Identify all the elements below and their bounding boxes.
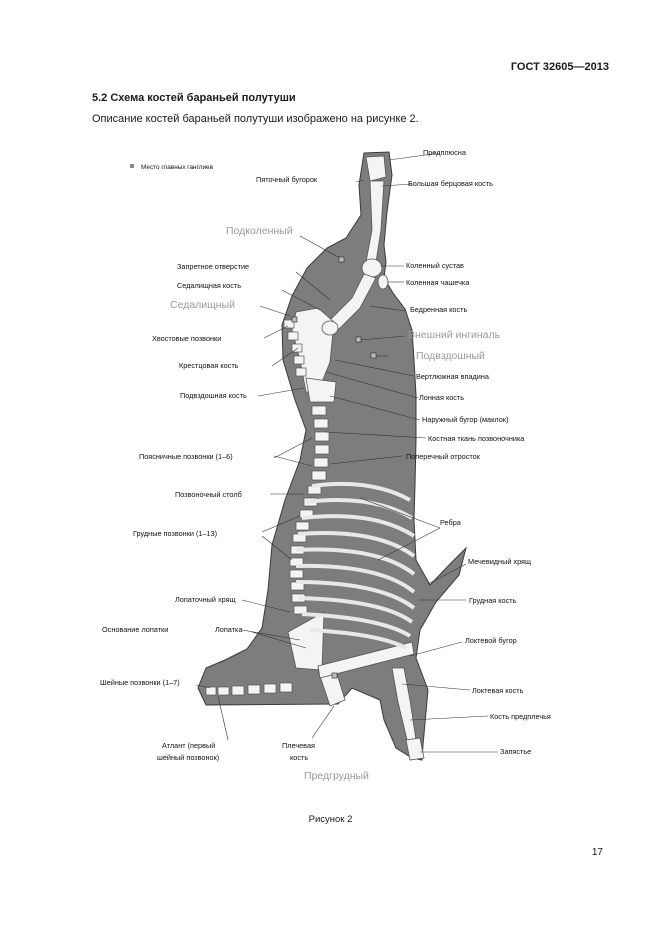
vertebra [314, 431, 330, 442]
rib [297, 596, 414, 624]
bone-label: Поясничные позвонки (1–6) [139, 452, 233, 461]
rib [301, 514, 416, 538]
bone-label: Наружный бугор (маклок) [422, 415, 508, 424]
vertebra [293, 355, 305, 365]
page-number: 17 [591, 847, 603, 858]
bone-label: Бедренная кость [410, 305, 467, 314]
bone-label: Грудные позвонки (1–13) [133, 529, 217, 538]
bone-label: Плечевая [282, 741, 315, 750]
bone-label: Мечевидный хрящ [468, 557, 531, 566]
vertebra [231, 685, 245, 696]
bone-label: Атлант (первый [162, 741, 215, 750]
bone-label: Лонная кость [419, 393, 464, 402]
section-intro: Описание костей бараньей полутуши изобра… [92, 113, 419, 125]
vertebra [205, 686, 217, 696]
ganglion-label: Внешний ингиналь [408, 329, 501, 341]
bone-label: Локтевая кость [472, 686, 524, 695]
rib [297, 530, 416, 558]
vertebra [313, 418, 329, 429]
rib [305, 498, 414, 520]
vertebra [314, 444, 330, 455]
bone-label: кость [290, 753, 308, 762]
ribs [295, 481, 416, 650]
vertebra [247, 684, 261, 695]
vertebra [287, 331, 299, 341]
bone-label: Кость предплечья [490, 712, 551, 721]
bone-label: Коленная чашечка [406, 278, 470, 287]
acetabulum-bone [321, 320, 339, 336]
vertebra [283, 319, 295, 329]
bone-label: Пяточный бугорок [256, 175, 318, 184]
vertebra [263, 683, 277, 694]
bone-label: Лопатка [215, 625, 243, 634]
bone-label: Поперечный отросток [406, 452, 481, 461]
vertebra [311, 470, 327, 481]
bones [287, 155, 425, 761]
bone-label: Запястье [500, 747, 531, 756]
vertebra [217, 686, 230, 696]
vertebra [293, 605, 308, 615]
bone-label: Седалищная кость [177, 281, 241, 290]
legend-marker [130, 164, 134, 168]
bone-label: Большая берцовая кость [408, 179, 493, 188]
section-title: 5.2 Схема костей бараньей полутуши [92, 92, 296, 104]
bone-label: Лопаточный хрящ [175, 595, 236, 604]
vertebra [289, 569, 304, 579]
bone-label: Основание лопатки [102, 625, 168, 634]
bone-label: Запретное отверстие [177, 262, 249, 271]
rib [301, 612, 412, 638]
vertebra [295, 367, 307, 377]
bone-label: Локтевой бугор [465, 636, 517, 645]
ganglia-markers [291, 256, 377, 679]
bone-label: Коленный сустав [406, 261, 464, 270]
rib [309, 628, 407, 650]
standard-number: ГОСТ 32605—2013 [510, 61, 609, 73]
figure-caption: Рисунок 2 [308, 814, 353, 825]
bone-label: Позвоночный столб [175, 490, 242, 499]
bone-label: Подвздошная кость [180, 391, 247, 400]
leader-lines [195, 152, 498, 753]
bone-label: Хвостовые позвонки [152, 334, 221, 343]
carpus-bone [405, 737, 425, 761]
vertebra [313, 457, 329, 468]
bone-label: Грудная кость [469, 596, 517, 605]
ganglion-label: Подколенный [226, 225, 293, 237]
vertebra [279, 682, 293, 693]
patella-bone [377, 274, 389, 290]
bone-label: Крестцовая кость [179, 361, 239, 370]
legend-label: Место главных ганглиев [141, 164, 214, 171]
ganglion-label: Подвздошный [416, 350, 485, 362]
sternum-bone [317, 641, 415, 679]
ganglion-label: Седалищный [170, 299, 235, 311]
rib [295, 547, 416, 576]
bone-label: Ребра [440, 518, 462, 527]
vertebra [295, 521, 310, 531]
ilium-bone [305, 377, 337, 403]
rib [311, 481, 411, 502]
bone-label: Предплюсна [423, 148, 467, 157]
vertebra [291, 343, 303, 353]
bone-label: Вертлюжная впадина [416, 372, 490, 381]
bone-label: шейный позвонок) [157, 753, 219, 762]
bone-label: Костная ткань позвоночника [428, 434, 525, 443]
ganglion-label: Предгрудный [304, 770, 369, 782]
bone-label: Шейные позвонки (1–7) [100, 678, 180, 687]
tarsus-bone [365, 155, 387, 182]
rib [295, 580, 416, 610]
rib [295, 563, 416, 594]
vertebra [311, 405, 327, 416]
